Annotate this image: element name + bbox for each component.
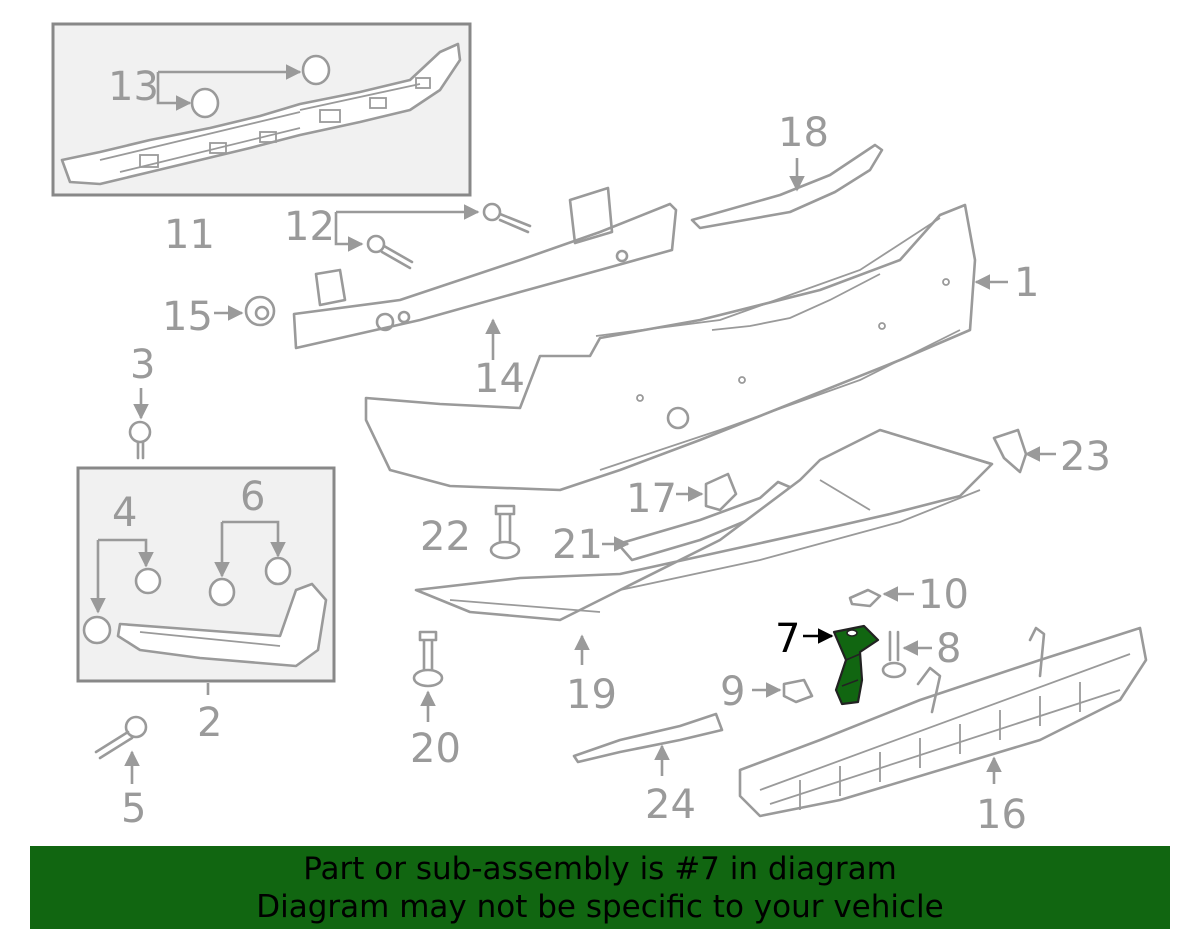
callout-6: 6 xyxy=(240,474,265,520)
part-2-bracket xyxy=(116,582,328,668)
callout-21: 21 xyxy=(552,522,603,568)
callout-2: 2 xyxy=(197,700,222,746)
part-4-nut-b xyxy=(82,615,112,645)
callout-15: 15 xyxy=(162,294,213,340)
callout-18: 18 xyxy=(778,110,829,156)
part-22-bolt xyxy=(489,504,521,560)
part-20-bolt xyxy=(412,630,444,688)
part-24-molding xyxy=(572,712,724,764)
part-23-clip xyxy=(992,428,1028,474)
callout-19: 19 xyxy=(566,672,617,718)
callout-17: 17 xyxy=(626,476,677,522)
callout-20: 20 xyxy=(410,726,461,772)
part-14-impact-bar xyxy=(292,186,678,350)
callout-12: 12 xyxy=(284,204,335,250)
callout-9: 9 xyxy=(720,669,745,715)
callout-1: 1 xyxy=(1014,260,1039,306)
callout-22: 22 xyxy=(420,514,471,560)
callout-11: 11 xyxy=(164,212,215,258)
part-19-lower-fascia xyxy=(414,428,994,622)
part-15-nut xyxy=(244,295,276,327)
callout-5: 5 xyxy=(121,786,146,832)
callout-24: 24 xyxy=(645,782,696,828)
callout-8: 8 xyxy=(936,626,961,672)
callout-10: 10 xyxy=(918,572,969,618)
part-9-clip xyxy=(782,678,814,704)
part-16-energy-absorber xyxy=(738,626,1148,818)
part-6-plug-a xyxy=(208,577,236,607)
callout-13: 13 xyxy=(108,64,159,110)
banner-line-disclaimer: Diagram may not be specific to your vehi… xyxy=(256,889,944,925)
part-7-bracket-highlighted xyxy=(832,624,880,706)
part-11-bracket xyxy=(60,42,462,186)
callout-23: 23 xyxy=(1060,434,1111,480)
callout-4: 4 xyxy=(112,490,137,536)
banner-line-part: Part or sub-assembly is #7 in diagram xyxy=(303,851,897,887)
part-10-clip xyxy=(848,588,882,608)
part-17-cap xyxy=(704,472,738,512)
part-13-plug-b xyxy=(190,87,220,119)
part-12-bolt-a xyxy=(482,202,532,234)
part-13-plug-a xyxy=(301,54,331,86)
part-18-molding xyxy=(690,143,884,230)
info-banner: Part or sub-assembly is #7 in diagram Di… xyxy=(30,846,1170,929)
part-5-bolt xyxy=(94,715,148,760)
callout-3: 3 xyxy=(130,342,155,388)
part-1-bumper-cover xyxy=(364,203,977,492)
part-12-bolt-b xyxy=(366,234,414,270)
callout-7: 7 xyxy=(775,616,800,662)
part-3-bolt xyxy=(128,420,152,460)
part-6-plug-b xyxy=(264,556,292,586)
part-4-nut-a xyxy=(134,567,162,595)
callout-16: 16 xyxy=(976,792,1027,838)
callout-14: 14 xyxy=(474,356,525,402)
part-8-bolt xyxy=(881,630,907,679)
